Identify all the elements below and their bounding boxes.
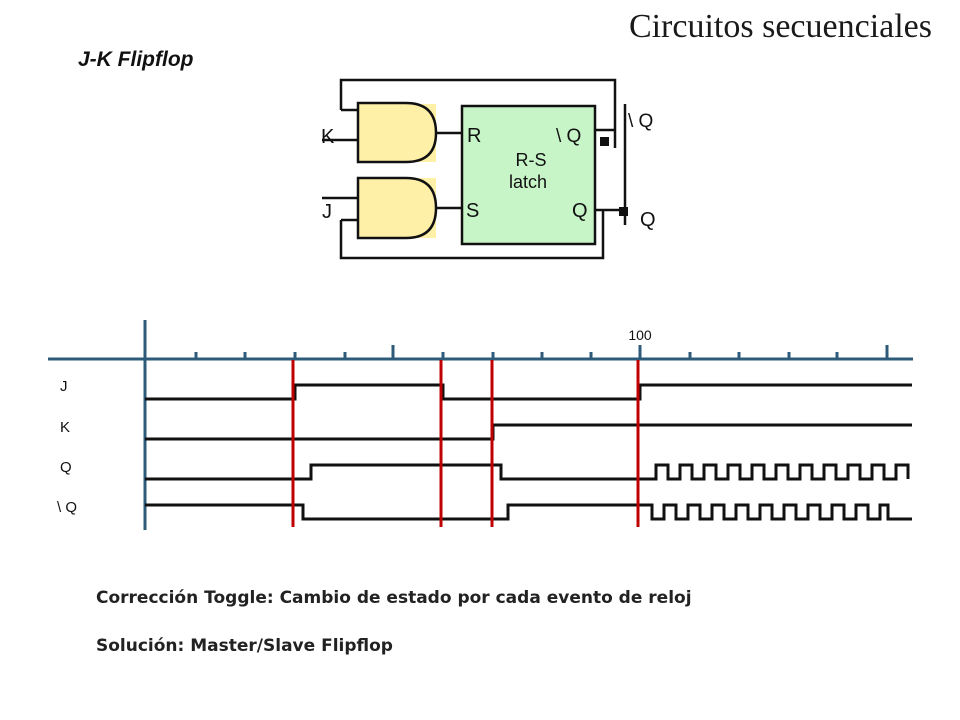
and-gate-j: [356, 176, 438, 240]
signal-label-q: Q: [60, 459, 72, 476]
time-ticks: [194, 345, 889, 359]
output-q-label: Q: [640, 209, 656, 231]
latch-r-label: R: [467, 125, 481, 147]
rs-latch-block: [460, 104, 597, 246]
input-k-label: K: [321, 126, 335, 148]
output-qbar-label: \ Q: [628, 111, 653, 132]
latch-qbar-label: \ Q: [556, 126, 581, 147]
latch-name-line1: R-S: [516, 150, 547, 170]
signal-label-j: J: [60, 378, 68, 395]
and-gate-k: [356, 101, 438, 164]
slide-title: Circuitos secuenciales: [628, 8, 932, 45]
waveform-q: [145, 463, 910, 481]
signal-label-qbar: \ Q: [57, 499, 77, 516]
waveform-k: [145, 423, 912, 441]
note-solution: Solución: Master/Slave Flipflop: [96, 636, 393, 656]
tick-label-100: 100: [628, 327, 652, 343]
junction-q: [619, 207, 628, 216]
waveform-qbar: [145, 503, 912, 521]
input-j-label: J: [322, 201, 332, 223]
jk-circuit: [322, 78, 627, 260]
latch-s-label: S: [466, 200, 479, 222]
junction-qbar: [600, 137, 609, 146]
note-toggle-correction: Corrección Toggle: Cambio de estado por …: [96, 588, 692, 608]
latch-q-label: Q: [572, 200, 588, 222]
waveform-j: [145, 383, 912, 401]
signal-label-k: K: [60, 419, 70, 436]
latch-name-line2: latch: [509, 172, 547, 192]
timing-diagram: 100 J K Q \ Q: [48, 320, 913, 530]
feedback-wire-bottom: [339, 210, 605, 260]
slide-subtitle: J-K Flipflop: [78, 48, 194, 71]
feedback-wire-top: [339, 78, 617, 130]
